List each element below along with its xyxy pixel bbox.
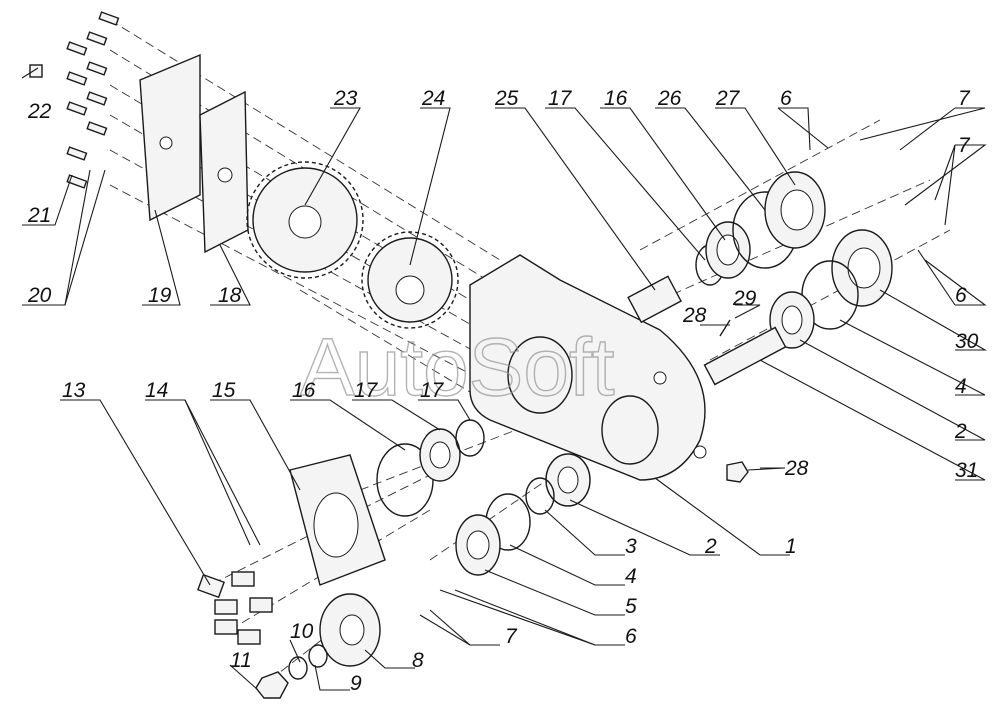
callout-4-right: 4 <box>955 375 967 398</box>
bearing-16-lower <box>419 428 461 482</box>
callout-19: 19 <box>148 284 172 307</box>
callout-8: 8 <box>412 649 424 672</box>
cover-5 <box>455 514 501 576</box>
callout-5: 5 <box>625 595 637 618</box>
seal-3 <box>525 477 555 515</box>
nut-11 <box>255 671 289 699</box>
callout-16-lower: 17 <box>354 379 379 402</box>
callout-labels: 22 21 20 19 18 23 24 25 17 16 26 27 6 7 … <box>27 87 979 695</box>
callout-31: 31 <box>955 459 978 482</box>
bolt-set-top-left <box>29 11 120 189</box>
flange-14 <box>289 454 386 586</box>
callout-20: 20 <box>27 284 52 307</box>
pinion-25 <box>627 275 682 324</box>
cover-plate-18 <box>199 90 249 254</box>
cover-30 <box>831 229 893 307</box>
callout-10: 10 <box>290 620 314 643</box>
washer-10 <box>288 656 308 680</box>
callout-12: 13 <box>62 379 86 402</box>
callout-9: 9 <box>350 672 362 695</box>
bearing-16-upper <box>705 221 751 279</box>
callout-2-right: 2 <box>954 420 967 443</box>
callout-17-upper: 17 <box>548 87 573 110</box>
callout-22: 22 <box>27 100 52 123</box>
gearbox-housing-1 <box>469 254 707 481</box>
gear-23 <box>246 161 364 279</box>
gear-24 <box>361 231 459 329</box>
callout-18: 18 <box>218 284 242 307</box>
callout-28-top: 28 <box>682 304 707 327</box>
callout-21: 21 <box>27 204 51 227</box>
callout-28-right: 28 <box>784 457 809 480</box>
callout-15: 16 <box>292 379 316 402</box>
callout-7-lower: 7 <box>505 625 518 648</box>
callout-6-right: 6 <box>955 284 967 307</box>
callout-29: 29 <box>732 287 757 310</box>
callout-30: 30 <box>955 330 979 353</box>
bolt-set-lower-left <box>197 571 273 645</box>
callout-24: 24 <box>421 87 445 110</box>
callout-27: 27 <box>715 87 741 110</box>
callout-26: 26 <box>657 87 682 110</box>
callout-6-lower: 6 <box>625 625 637 648</box>
shaft-31 <box>703 326 787 386</box>
leader-lines <box>21 67 988 691</box>
callout-25: 25 <box>494 87 519 110</box>
callout-4-lower: 4 <box>625 565 637 588</box>
washer-9 <box>308 644 328 668</box>
callout-23: 23 <box>333 87 358 110</box>
seal-17-lower <box>455 419 485 457</box>
callout-6-top: 6 <box>780 87 792 110</box>
bearing-2-right <box>769 291 815 349</box>
callout-11: 11 <box>230 649 252 672</box>
nut-28-right <box>726 461 749 483</box>
pin-29 <box>719 319 731 337</box>
callout-2-lower: 2 <box>704 535 717 558</box>
callout-7-top: 7 <box>958 87 971 110</box>
bearing-2-lower <box>545 453 591 507</box>
callout-1: 1 <box>785 535 797 558</box>
cover-plate-19 <box>139 53 201 222</box>
callout-17-lower: 17 <box>420 379 445 402</box>
callout-16-upper: 16 <box>604 87 628 110</box>
cover-27 <box>764 171 826 249</box>
callout-7-right: 7 <box>958 134 971 157</box>
flange-8 <box>319 593 381 667</box>
callout-3: 3 <box>625 535 637 558</box>
watermark: AutoSoft <box>300 322 615 413</box>
callout-13: 14 <box>145 379 168 402</box>
callout-14: 15 <box>212 379 236 402</box>
